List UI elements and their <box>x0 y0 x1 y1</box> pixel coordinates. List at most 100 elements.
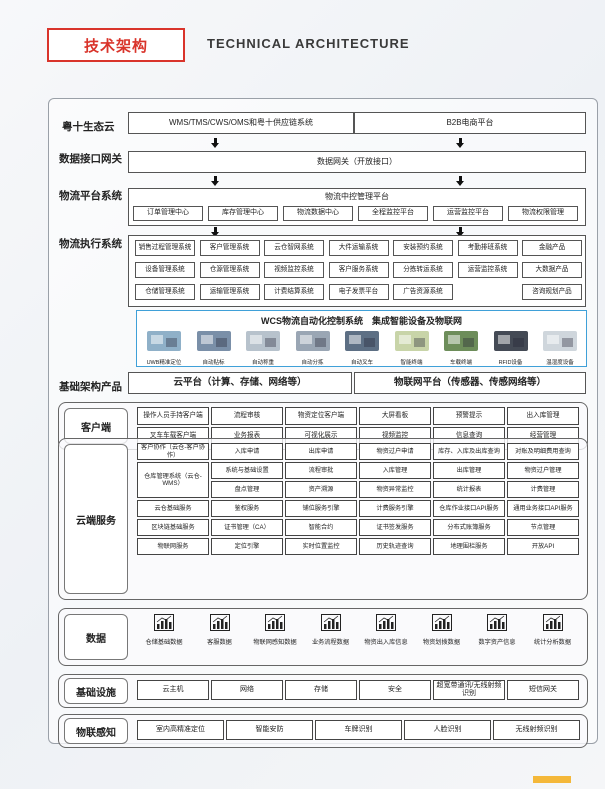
device-image <box>292 327 334 355</box>
bar-chart-icon <box>542 614 563 631</box>
cloud-cell: 对账及明细费用查询 <box>507 443 579 460</box>
cloud-cell: 入库申请 <box>211 443 283 460</box>
data-chart-icon <box>542 614 563 631</box>
footer-accent-bar <box>533 776 571 783</box>
layer-label-infra: 基础架构产品 <box>59 381 122 393</box>
execution-item: 考勤排班系统 <box>457 240 518 256</box>
cloud-cell: 出库管理 <box>433 462 505 479</box>
cloud-cell: 历史轨迹查询 <box>359 538 431 555</box>
device-icon <box>444 331 478 351</box>
device-image <box>490 327 532 355</box>
cloud-cell: 盘点管理 <box>211 481 283 498</box>
cloud-cell: 通用业务接口API服务 <box>507 500 579 517</box>
platform-item: 全程监控平台 <box>358 206 428 221</box>
client-cell: 物资定位客户端 <box>285 407 357 425</box>
execution-item: 仓源管理系统 <box>199 262 260 278</box>
execution-item: 金融产品 <box>522 240 582 256</box>
data-item-label: 业务流程数据 <box>311 639 350 646</box>
device-icon <box>543 331 577 351</box>
execution-item: 销售过程管理系统 <box>135 240 195 256</box>
data-chart-icon <box>376 614 396 631</box>
data-chart-icon <box>487 614 507 631</box>
data-item-label: 仓储基础数据 <box>145 639 183 646</box>
cloud-cell: 节点管理 <box>507 519 579 536</box>
device-label: RFID设备 <box>498 360 523 366</box>
execution-item: 大数据产品 <box>522 262 582 278</box>
device-icon <box>246 331 280 351</box>
cloud-cell: 统计报表 <box>433 481 505 498</box>
cloud-cell: 智能合约 <box>285 519 357 536</box>
execution-item: 运营监控系统 <box>457 262 518 278</box>
client-cell: 大屏看板 <box>359 407 431 425</box>
data-item-label: 统计分析数据 <box>533 639 572 646</box>
execution-item: 运输管理系统 <box>199 284 260 300</box>
bar-chart-icon <box>487 614 507 631</box>
infra-cell: 安全 <box>359 680 431 700</box>
device-label: UWB精准定位 <box>146 360 182 366</box>
cloud-cell: 库存、入库及出库查询 <box>433 443 505 460</box>
device-label: 自动分拣 <box>301 360 324 366</box>
bar-chart-icon <box>154 614 174 631</box>
bar-chart-icon <box>209 614 230 631</box>
device-icon <box>196 331 231 351</box>
layer-label-ecosystem: 粤十生态云 <box>62 121 115 133</box>
data-title: 数据 <box>64 614 128 660</box>
cloud-row-head: 云仓基础服务 <box>137 500 209 517</box>
device-icon <box>345 331 379 351</box>
platform-item: 运营监控平台 <box>433 206 503 221</box>
wcs-title: WCS物流自动化控制系统 集成智能设备及物联网 <box>261 316 462 326</box>
execution-item: 分拣转运系统 <box>393 262 453 278</box>
gateway-box: 数据网关（开放接口） <box>128 151 586 173</box>
execution-item: 客户服务系统 <box>328 262 389 278</box>
client-cell: 出入库管理 <box>507 407 579 425</box>
device-image <box>391 327 433 355</box>
iot-cell: 智能安防 <box>226 720 313 740</box>
infra-cell: 短信网关 <box>507 680 579 700</box>
cloud-cell: 铺位服务引擎 <box>285 500 357 517</box>
cloud-cell: 证书管理（CA） <box>211 519 283 536</box>
data-item-label: 物资划拨数据 <box>422 639 461 646</box>
platform-item: 物流数据中心 <box>283 206 353 221</box>
device-image <box>242 327 284 355</box>
cloud-cell: 鉴权服务 <box>211 500 283 517</box>
device-image <box>341 327 383 355</box>
infra-cell: 超宽带通讯/无线射频识别 <box>433 680 505 700</box>
bar-chart-icon <box>376 614 396 631</box>
device-image <box>440 327 482 355</box>
data-chart-icon <box>265 614 285 631</box>
platform-item: 订单管理中心 <box>133 206 203 221</box>
cloud-row-head: 客户协作（云仓-客户协作） <box>137 443 209 460</box>
data-item-label: 数字资产信息 <box>478 639 516 646</box>
data-section <box>58 608 588 666</box>
cloud-cell: 定位引擎 <box>211 538 283 555</box>
cloud-platform-box: 云平台（计算、存储、网络等） <box>128 372 352 394</box>
iot-platform-box: 物联网平台（传感器、传感网络等） <box>354 372 586 394</box>
execution-item: 云仓智网系统 <box>264 240 324 256</box>
device-label: 温湿度设备 <box>546 360 574 366</box>
platform-title: 物流中控管理平台 <box>325 192 389 201</box>
device-icon <box>295 331 330 351</box>
iot-cell: 室内高精准定位 <box>137 720 224 740</box>
cloud-cell: 实时位置监控 <box>285 538 357 555</box>
bar-chart-icon <box>265 614 285 631</box>
cloud-cell: 计费管理 <box>507 481 579 498</box>
data-item-label: 客服数据 <box>207 639 232 646</box>
title-cn: 技术架构 <box>83 37 148 55</box>
layer-label-execution: 物流执行系统 <box>59 238 122 250</box>
execution-item: 大件运输系统 <box>328 240 389 256</box>
cloud-cell: 流程审批 <box>285 462 357 479</box>
infra-cell: 网络 <box>211 680 283 700</box>
data-chart-icon <box>320 614 341 631</box>
client-cell: 流程审核 <box>211 407 283 425</box>
wcs-panel: WCS物流自动化控制系统 集成智能设备及物联网 UWB精准定位自动贴标自动称重自… <box>136 310 587 367</box>
cloud-row-head: 仓库管理系统（云仓-WMS） <box>137 462 209 498</box>
ecosystem-right-box: B2B电商平台 <box>354 112 586 134</box>
device-label: 车载终端 <box>449 360 472 366</box>
iot-title: 物联感知 <box>64 718 128 744</box>
bar-chart-icon <box>431 614 452 631</box>
iot-cell: 人脸识别 <box>404 720 491 740</box>
layer-label-gateway: 数据接口网关 <box>59 153 122 165</box>
execution-item: 广告资源系统 <box>393 284 453 300</box>
cloud-cell: 分布式账簿服务 <box>433 519 505 536</box>
device-label: 自动叉车 <box>350 360 373 366</box>
